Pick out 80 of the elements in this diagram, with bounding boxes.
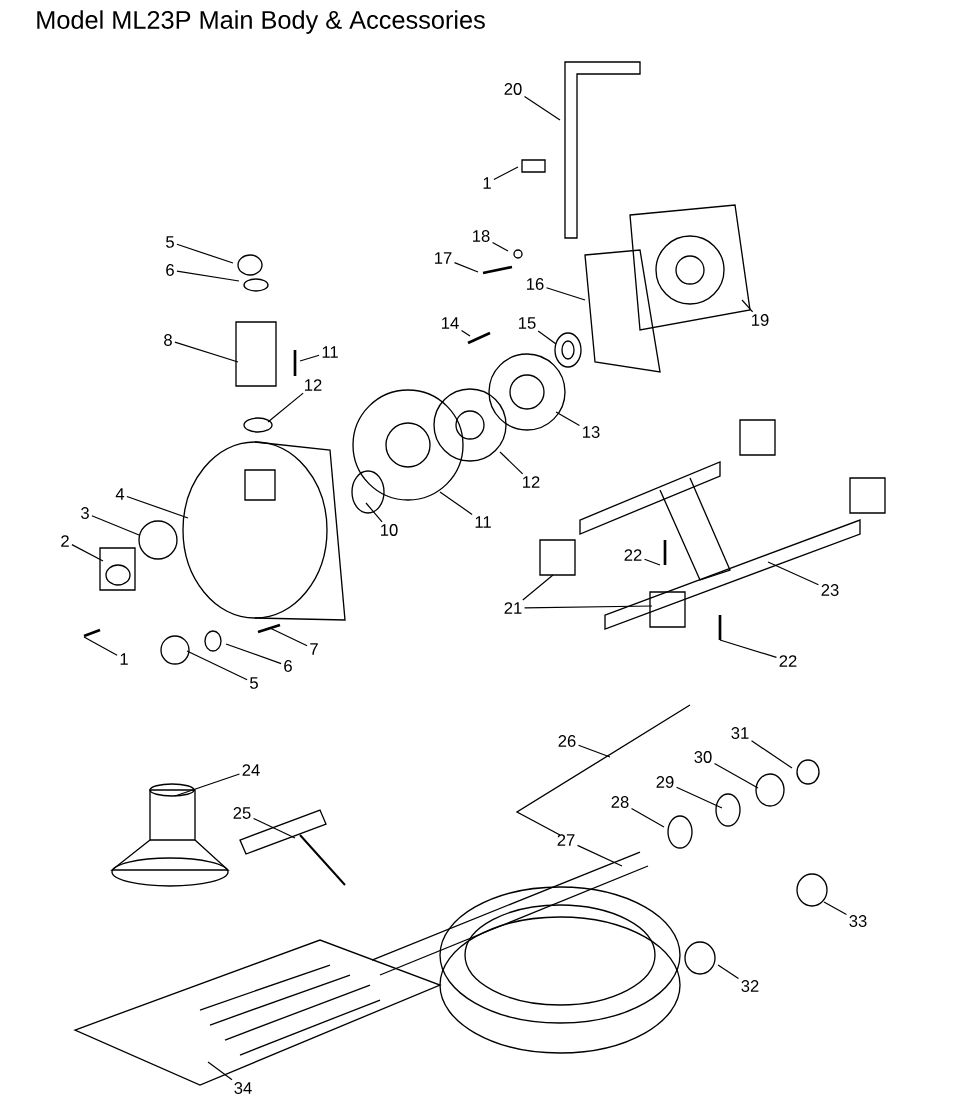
leader-line xyxy=(176,270,240,282)
leader-line xyxy=(577,744,611,758)
callout-number: 12 xyxy=(305,379,322,391)
leader-line xyxy=(741,299,754,313)
callout-number: 23 xyxy=(821,584,839,596)
leader-line xyxy=(460,329,471,337)
leader-line xyxy=(365,502,383,523)
callout-number: 8 xyxy=(164,334,172,346)
leader-line xyxy=(174,341,239,363)
callout-number: 7 xyxy=(310,643,318,655)
callout-number: 27 xyxy=(557,834,575,846)
callout-number: 24 xyxy=(242,764,260,776)
callout-number: 31 xyxy=(731,727,749,739)
leader-line xyxy=(267,392,304,423)
leader-line xyxy=(91,515,140,536)
callout-number: 12 xyxy=(523,476,540,488)
callout-number: 28 xyxy=(611,796,629,808)
leader-line xyxy=(523,96,561,121)
leader-line xyxy=(823,901,848,916)
leader-line xyxy=(523,605,653,609)
leader-line xyxy=(499,451,524,475)
leader-line xyxy=(675,786,723,809)
callout-number: 14 xyxy=(442,317,459,329)
callout-number: 32 xyxy=(741,980,759,992)
leader-line xyxy=(719,639,778,659)
callout-number: 4 xyxy=(115,488,125,500)
callout-number: 11 xyxy=(322,346,338,358)
leader-line xyxy=(717,964,740,980)
callout-number: 6 xyxy=(284,660,292,672)
leader-line xyxy=(299,354,320,362)
leader-line xyxy=(576,844,623,867)
callout-number: 11 xyxy=(475,516,491,528)
leader-line xyxy=(225,643,282,665)
callout-number: 15 xyxy=(519,317,536,329)
callout-number: 29 xyxy=(656,776,674,788)
leader-line xyxy=(174,773,241,797)
callout-number: 17 xyxy=(435,252,452,264)
leader-line xyxy=(269,627,308,647)
leader-line xyxy=(545,287,586,301)
callout-number: 13 xyxy=(583,426,600,438)
callout-number: 20 xyxy=(504,83,522,95)
title: Model ML23P Main Body & Accessories xyxy=(37,10,485,34)
leader-line xyxy=(713,762,759,789)
callout-number: 10 xyxy=(381,524,398,536)
leader-line xyxy=(186,650,248,681)
leader-line xyxy=(83,636,118,656)
leader-line xyxy=(555,411,581,427)
callout-number: 6 xyxy=(166,264,174,276)
leader-line xyxy=(522,574,554,601)
callout-number: 2 xyxy=(61,535,69,547)
callout-number: 19 xyxy=(752,314,769,326)
leader-line xyxy=(176,243,234,264)
leader-line xyxy=(643,558,661,566)
callout-number: 26 xyxy=(558,735,576,747)
callout-number: 30 xyxy=(694,751,712,763)
callout-number: 5 xyxy=(166,236,174,248)
callout-number: 16 xyxy=(527,278,544,290)
callout-number: 5 xyxy=(250,677,258,689)
callout-number: 21 xyxy=(504,602,522,614)
leader-line xyxy=(207,1061,233,1081)
leader-line xyxy=(439,491,473,515)
leader-line xyxy=(252,817,296,839)
callout-number: 33 xyxy=(849,915,867,927)
leader-line xyxy=(750,740,793,769)
leader-line xyxy=(491,241,509,252)
callout-number: 22 xyxy=(779,655,797,667)
leader-line xyxy=(767,561,820,586)
callout-number: 1 xyxy=(120,653,128,665)
leader-line xyxy=(630,807,665,828)
leader-line xyxy=(126,495,189,519)
callout-number: 22 xyxy=(624,549,642,561)
leader-line xyxy=(453,262,479,273)
leader-line xyxy=(493,166,519,181)
callout-number: 34 xyxy=(234,1082,252,1094)
callout-number: 18 xyxy=(473,230,490,242)
callout-number: 25 xyxy=(233,807,251,819)
callout-number: 1 xyxy=(483,177,491,189)
callout-number: 3 xyxy=(81,507,89,519)
leader-line xyxy=(71,544,104,562)
leader-line xyxy=(537,330,557,345)
